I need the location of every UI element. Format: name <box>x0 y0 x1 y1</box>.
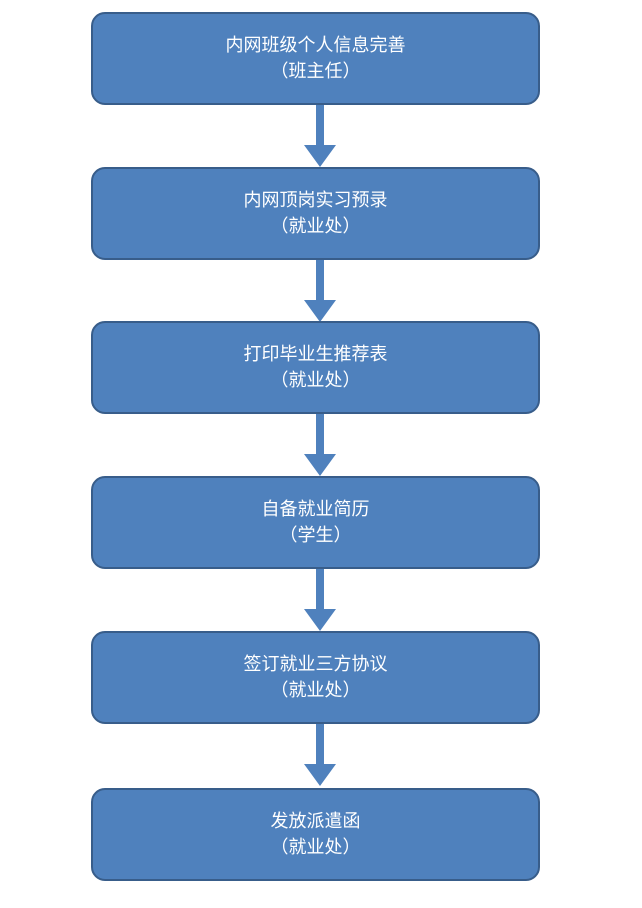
step-print-recommendation: 打印毕业生推荐表 （就业处） <box>91 321 540 414</box>
step-title: 内网班级个人信息完善 <box>225 34 406 56</box>
step-prepare-resume: 自备就业简历 （学生） <box>91 476 540 569</box>
step-internship-preregister: 内网顶岗实习预录 （就业处） <box>91 167 540 260</box>
step-owner: （就业处） <box>270 215 361 237</box>
step-owner: （学生） <box>279 524 352 546</box>
down-arrow-icon <box>304 105 336 167</box>
step-class-info: 内网班级个人信息完善 （班主任） <box>91 12 540 105</box>
step-title: 自备就业简历 <box>261 498 370 520</box>
step-issue-dispatch-letter: 发放派遣函 （就业处） <box>91 788 540 881</box>
down-arrow-icon <box>304 569 336 631</box>
step-owner: （就业处） <box>270 679 361 701</box>
down-arrow-icon <box>304 414 336 476</box>
down-arrow-icon <box>304 724 336 786</box>
step-owner: （就业处） <box>270 836 361 858</box>
step-sign-agreement: 签订就业三方协议 （就业处） <box>91 631 540 724</box>
step-title: 签订就业三方协议 <box>243 653 388 675</box>
step-title: 发放派遣函 <box>270 810 361 832</box>
down-arrow-icon <box>304 260 336 322</box>
step-owner: （班主任） <box>270 60 361 82</box>
step-title: 打印毕业生推荐表 <box>243 343 388 365</box>
step-owner: （就业处） <box>270 369 361 391</box>
step-title: 内网顶岗实习预录 <box>243 189 388 211</box>
